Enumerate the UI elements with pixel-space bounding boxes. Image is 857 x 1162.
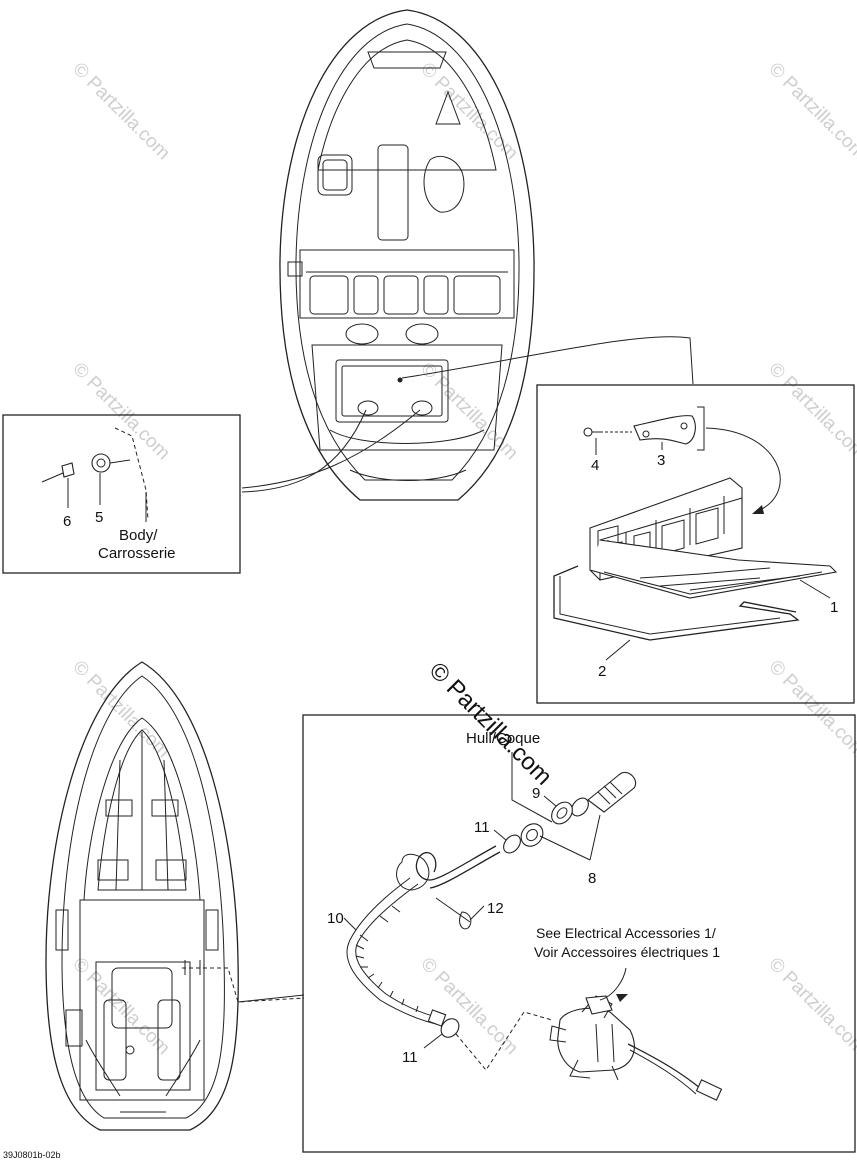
see-electrical-note-line1: See Electrical Accessories 1/ [536,925,716,941]
see-electrical-note-line2: Voir Accessoires électriques 1 [534,944,720,960]
callout-6: 6 [63,513,71,530]
watermark-text: © Partzilla.com [68,657,173,762]
callout-3: 3 [657,452,665,469]
callout-9: 9 [532,785,540,802]
callout-12: 12 [487,900,504,917]
callout-4: 4 [591,457,599,474]
hull-label: Hull/Coque [466,730,540,747]
diagram-reference-code: 39J0801b-02b [3,1150,61,1160]
callout-1: 1 [830,599,838,616]
callout-11-bottom: 11 [402,1049,418,1066]
body-label-line2: Carrosserie [98,545,176,562]
watermark-text: © Partzilla.com [68,359,173,464]
watercraft-deck-view [241,9,694,501]
callout-2: 2 [598,663,606,680]
body-label-line1: Body/ [119,527,158,544]
watermark-text: © Partzilla.com [764,657,857,762]
watermark-text: © Partzilla.com [764,954,857,1059]
watermark-text: © Partzilla.com [416,59,521,164]
callout-10: 10 [327,910,344,927]
detail-box-body: 6 5 Body/ Carrosserie [2,414,241,574]
detail-box-storage: 4 3 1 2 [536,384,855,704]
watermark-text: © Partzilla.com [416,954,521,1059]
callout-11-top: 11 [474,819,490,836]
watermark-text: © Partzilla.com [68,59,173,164]
detail-box-bilge: Hull/Coque 9 11 8 10 12 11 [302,714,856,1153]
watermark-text: © Partzilla.com [764,359,857,464]
watercraft-hull-view [45,661,305,1131]
watermark-layer: © Partzilla.com © Partzilla.com © Partzi… [68,59,857,1059]
callout-8: 8 [588,870,596,887]
watermark-text: © Partzilla.com [416,359,521,464]
callout-5: 5 [95,509,103,526]
watermark-text: © Partzilla.com [764,59,857,164]
